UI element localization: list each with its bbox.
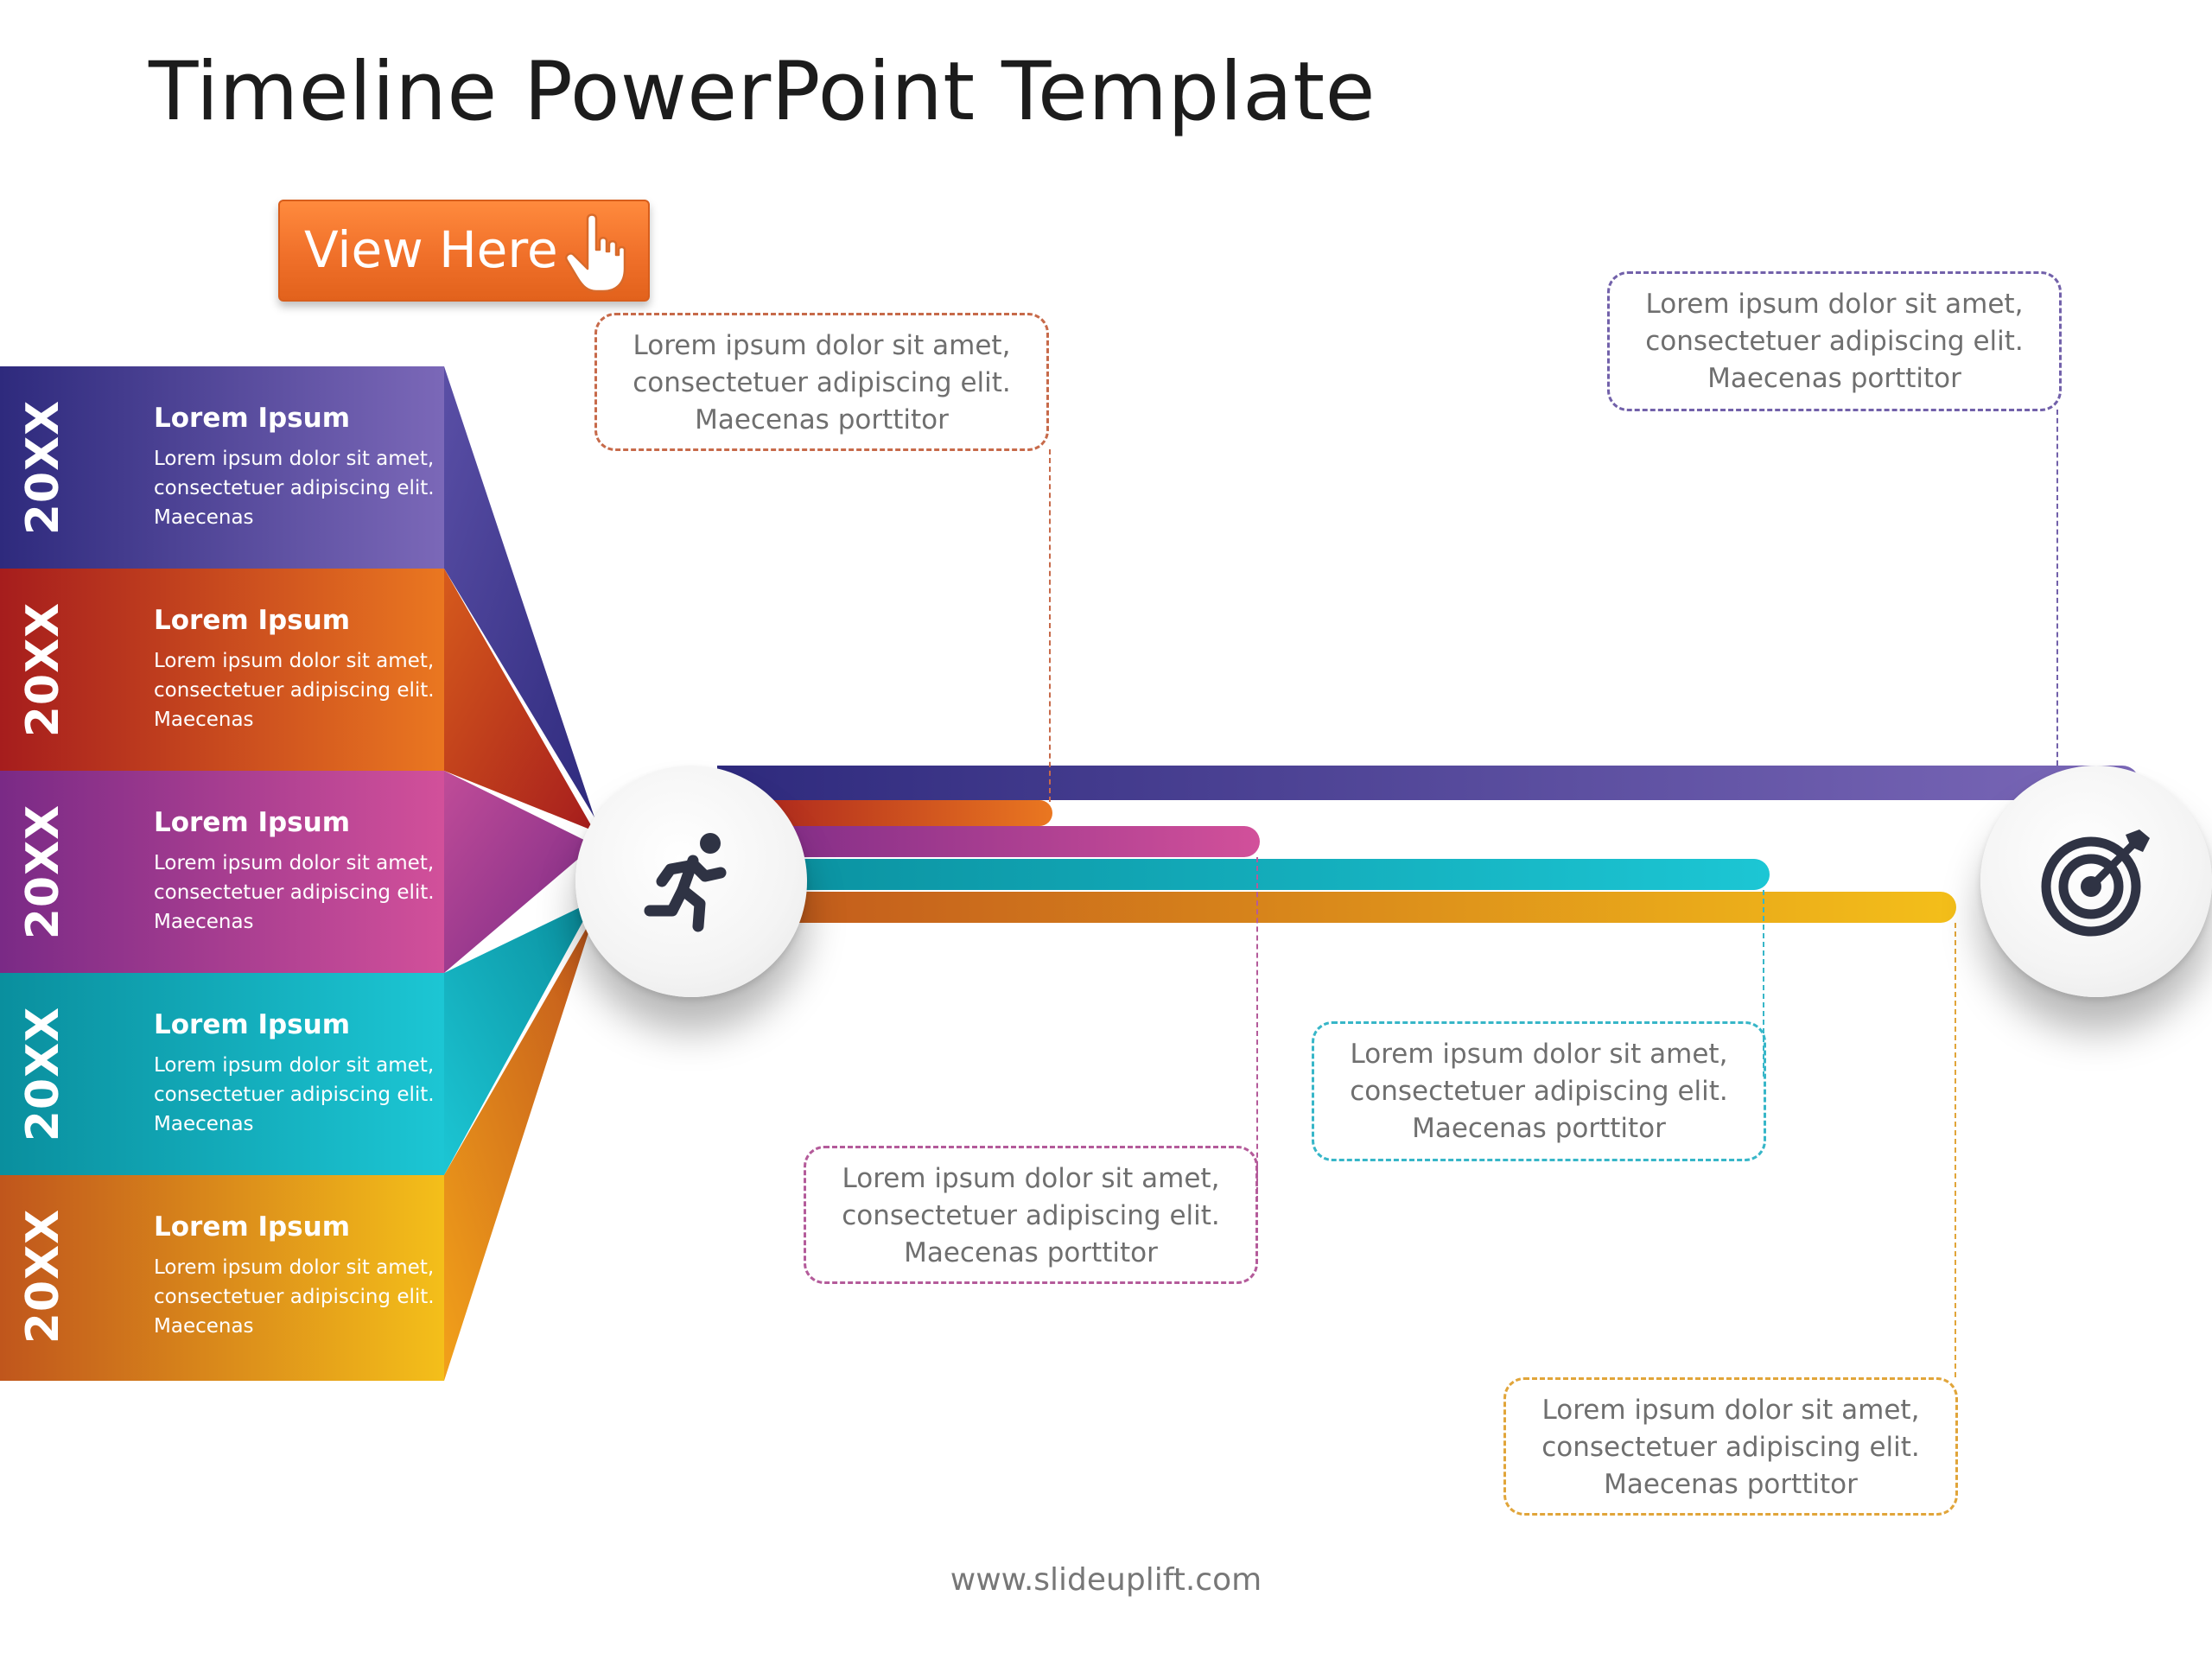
stage-year: 20XX (17, 1006, 69, 1142)
callout-leader-4 (1256, 857, 1258, 1201)
fan-segment-2 (444, 569, 594, 831)
pointer-hand-icon (565, 213, 626, 293)
stage-year: 20XX (17, 804, 69, 940)
stage-line: Maecenas (154, 709, 254, 731)
stage-description: Lorem ipsum dolor sit amet, consectetuer… (154, 1051, 439, 1139)
stage-year: 20XX (17, 399, 69, 536)
callout-line: consectetuer adipiscing elit. (1541, 1432, 1920, 1463)
stage-line: Lorem ipsum dolor sit amet, (154, 1054, 435, 1077)
stage-line: consectetuer adipiscing elit. (154, 1286, 435, 1308)
stage-year: 20XX (17, 1208, 69, 1344)
timeline-stage-5: 20XX Lorem Ipsum Lorem ipsum dolor sit a… (0, 1175, 444, 1381)
fan-segment-1 (444, 366, 594, 817)
callout-line: Lorem ipsum dolor sit amet, (842, 1163, 1220, 1194)
timeline-bar-5 (717, 892, 1956, 923)
callout-line: Maecenas porttitor (1707, 363, 1961, 394)
fan-segment-4 (444, 900, 594, 1175)
callout-line: Lorem ipsum dolor sit amet, (1645, 289, 2024, 320)
timeline-stage-4: 20XX Lorem Ipsum Lorem ipsum dolor sit a… (0, 973, 444, 1175)
stage-line: consectetuer adipiscing elit. (154, 881, 435, 904)
callout-leader-3 (1763, 890, 1764, 1077)
callout-line: consectetuer adipiscing elit. (632, 367, 1011, 398)
fan-segment-5 (444, 914, 594, 1381)
running-person-icon (644, 833, 727, 932)
stage-line: Lorem ipsum dolor sit amet, (154, 650, 435, 672)
stage-line: Maecenas (154, 1315, 254, 1338)
fan-segment-3 (444, 771, 594, 973)
timeline-stage-3: 20XX Lorem Ipsum Lorem ipsum dolor sit a… (0, 771, 444, 973)
stage-line: Maecenas (154, 1113, 254, 1135)
callout-line: Maecenas porttitor (1604, 1469, 1858, 1500)
callout-line: Lorem ipsum dolor sit amet, (1350, 1039, 1728, 1070)
callout-box-2: Lorem ipsum dolor sit amet, consectetuer… (1607, 271, 2062, 411)
callout-line: consectetuer adipiscing elit. (1645, 326, 2024, 357)
stage-description: Lorem ipsum dolor sit amet, consectetuer… (154, 1253, 439, 1341)
timeline-stage-1: 20XX Lorem Ipsum Lorem ipsum dolor sit a… (0, 366, 444, 569)
view-here-button[interactable]: View Here (278, 200, 650, 302)
stage-description: Lorem ipsum dolor sit amet, consectetuer… (154, 849, 439, 937)
stage-heading: Lorem Ipsum (154, 605, 351, 636)
callout-line: Maecenas porttitor (904, 1237, 1158, 1268)
callout-line: consectetuer adipiscing elit. (1350, 1076, 1728, 1107)
start-milestone-circle (575, 766, 807, 997)
timeline-bar-3 (717, 826, 1260, 857)
stage-heading: Lorem Ipsum (154, 403, 351, 434)
end-milestone-circle (1980, 766, 2212, 997)
view-here-label: View Here (304, 220, 558, 279)
timeline-bar-1 (717, 766, 2139, 800)
timeline-stage-2: 20XX Lorem Ipsum Lorem ipsum dolor sit a… (0, 569, 444, 771)
callout-line: Maecenas porttitor (695, 404, 949, 435)
stage-line: Lorem ipsum dolor sit amet, (154, 448, 435, 470)
callout-box-3: Lorem ipsum dolor sit amet, consectetuer… (1312, 1021, 1766, 1161)
stage-heading: Lorem Ipsum (154, 807, 351, 838)
callout-leader-5 (1955, 923, 1956, 1377)
footer-url: www.slideuplift.com (950, 1562, 1262, 1598)
stage-description: Lorem ipsum dolor sit amet, consectetuer… (154, 646, 439, 734)
callout-leader-1 (1049, 449, 1051, 802)
callout-box-1: Lorem ipsum dolor sit amet, consectetuer… (594, 313, 1049, 451)
callout-line: Lorem ipsum dolor sit amet, (1541, 1395, 1920, 1426)
callout-line: Maecenas porttitor (1412, 1113, 1666, 1144)
stage-year: 20XX (17, 601, 69, 738)
stage-description: Lorem ipsum dolor sit amet, consectetuer… (154, 444, 439, 532)
stage-line: consectetuer adipiscing elit. (154, 679, 435, 702)
callout-leader-2 (2056, 410, 2058, 766)
stage-heading: Lorem Ipsum (154, 1009, 351, 1040)
stage-heading: Lorem Ipsum (154, 1211, 351, 1243)
stage-line: Maecenas (154, 506, 254, 529)
callout-line: Lorem ipsum dolor sit amet, (632, 330, 1011, 361)
callout-box-4: Lorem ipsum dolor sit amet, consectetuer… (804, 1146, 1258, 1284)
callout-line: consectetuer adipiscing elit. (842, 1200, 1220, 1231)
callout-box-5: Lorem ipsum dolor sit amet, consectetuer… (1503, 1377, 1958, 1516)
stage-line: Lorem ipsum dolor sit amet, (154, 1256, 435, 1279)
stage-line: consectetuer adipiscing elit. (154, 1084, 435, 1106)
stage-line: consectetuer adipiscing elit. (154, 477, 435, 499)
stage-line: Lorem ipsum dolor sit amet, (154, 852, 435, 874)
target-icon (2041, 830, 2150, 937)
timeline-bar-4 (717, 859, 1770, 890)
slide-title: Timeline PowerPoint Template (149, 45, 1376, 139)
stage-line: Maecenas (154, 911, 254, 933)
